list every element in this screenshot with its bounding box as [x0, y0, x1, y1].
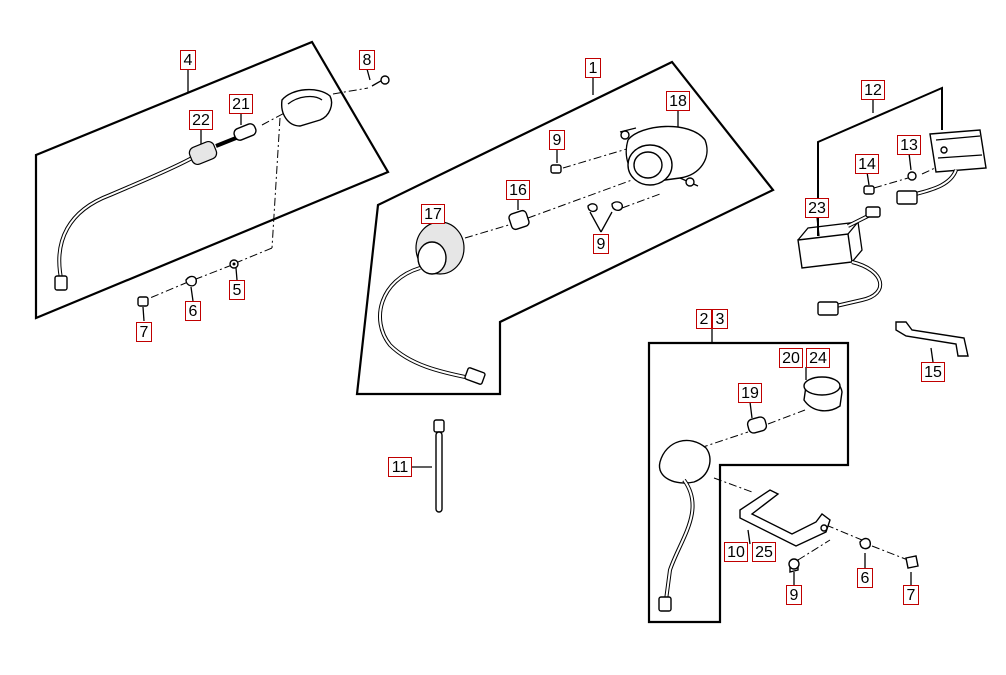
- part-label-5: 5: [229, 280, 245, 300]
- part-label-15: 15: [921, 362, 945, 382]
- part-label-7b: 7: [903, 585, 919, 605]
- cable-tie-11: [433, 419, 445, 513]
- part-label-14: 14: [855, 154, 879, 174]
- part-label-13: 13: [897, 135, 921, 155]
- part-label-1: 1: [585, 58, 601, 78]
- part-label-25: 25: [752, 542, 776, 562]
- group-4-outline: [34, 40, 390, 320]
- part-label-23: 23: [805, 198, 829, 218]
- part-label-2: 2: [696, 309, 712, 329]
- part-label-9c: 9: [786, 585, 802, 605]
- part-label-22: 22: [189, 110, 213, 130]
- part-label-17: 17: [421, 204, 445, 224]
- group-2-3-outline: [647, 341, 850, 624]
- part-label-20: 20: [779, 348, 803, 368]
- group-12-outline: [817, 86, 943, 236]
- part-label-18: 18: [666, 91, 690, 111]
- part-label-16: 16: [506, 180, 530, 200]
- front-indicator-assembly: [658, 376, 919, 612]
- part-label-10: 10: [724, 542, 748, 562]
- part-label-6b: 6: [857, 568, 873, 588]
- part-label-19: 19: [738, 383, 762, 403]
- group-1-outline: [355, 60, 775, 396]
- bracket-15: [895, 321, 969, 357]
- part-label-9: 9: [549, 130, 565, 150]
- part-label-4: 4: [180, 50, 196, 70]
- part-label-3: 3: [712, 309, 728, 329]
- part-label-9b: 9: [593, 234, 609, 254]
- part-label-11: 11: [388, 457, 412, 477]
- part-label-8: 8: [359, 50, 375, 70]
- license-light-assembly: [54, 75, 390, 307]
- assembly-lines: [149, 87, 936, 561]
- tail-light-assembly: [378, 125, 708, 385]
- leader-lines: [142, 68, 934, 585]
- part-label-7: 7: [136, 322, 152, 342]
- part-label-21: 21: [229, 94, 253, 114]
- part-label-24: 24: [806, 348, 830, 368]
- indicator-assembly: [797, 129, 987, 316]
- part-label-12: 12: [861, 80, 885, 100]
- part-label-6: 6: [185, 301, 201, 321]
